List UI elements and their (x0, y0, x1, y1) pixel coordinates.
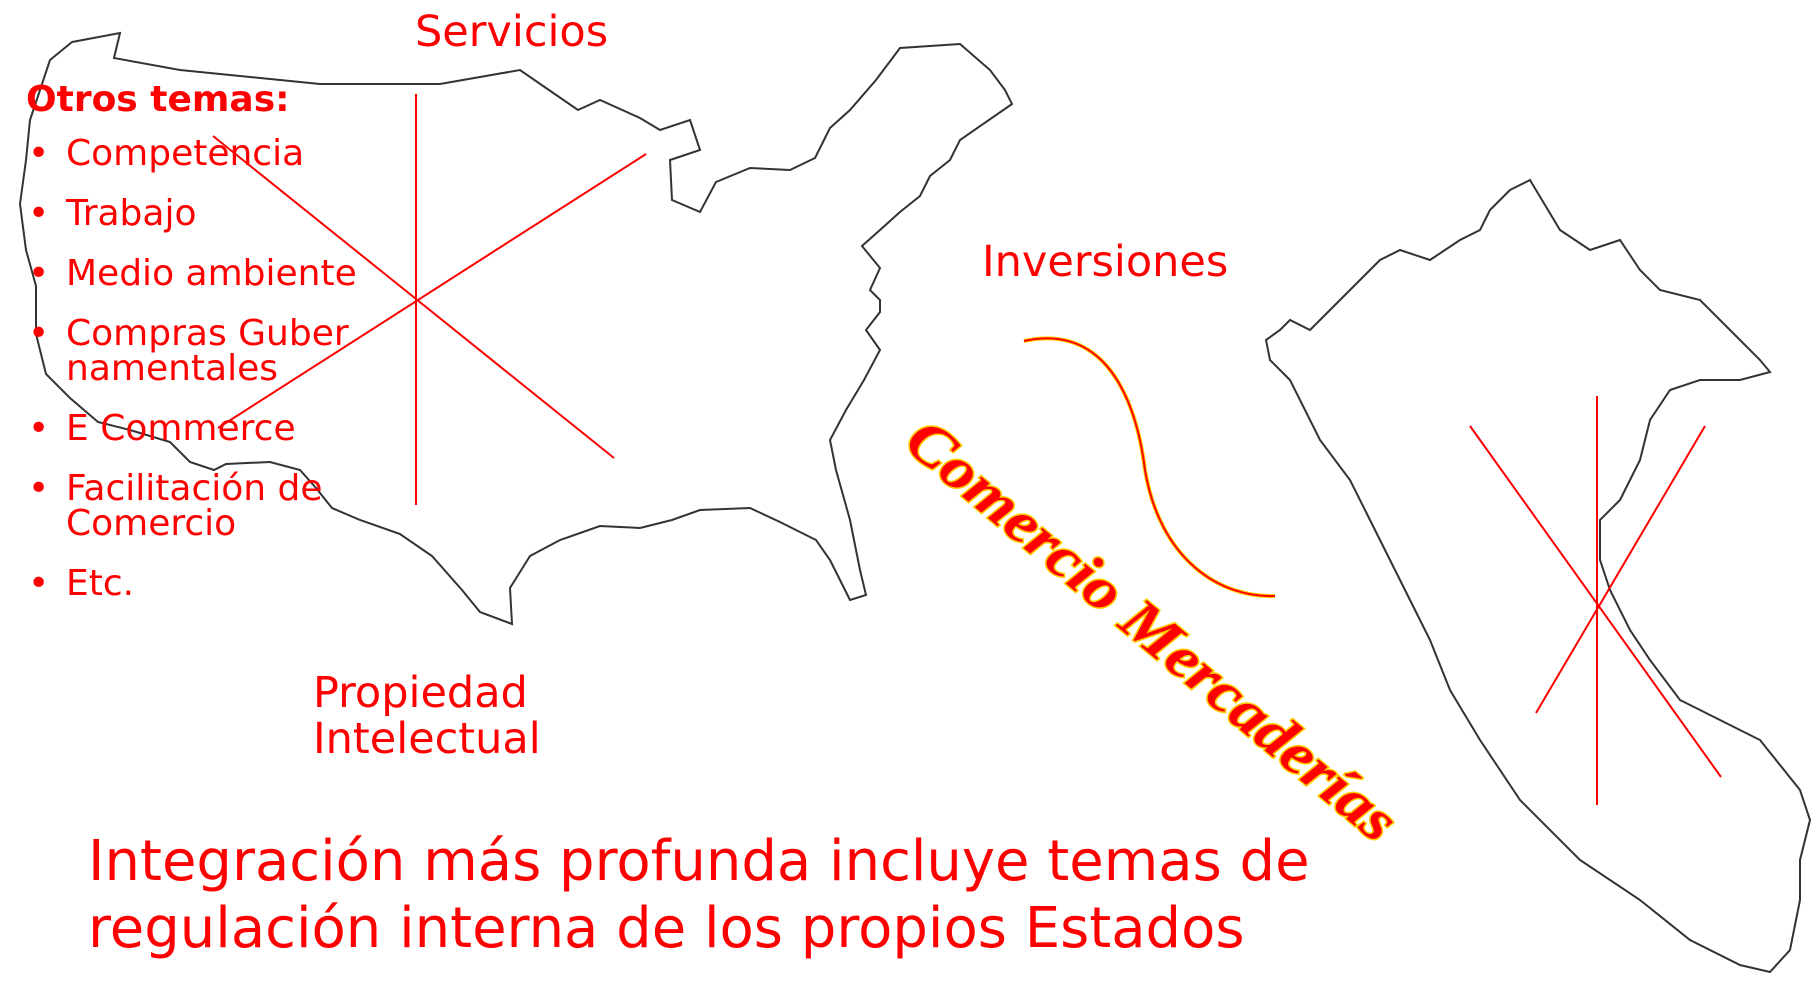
connector-curve-line (1023, 337, 1276, 598)
list-item-competencia: Competencia (26, 136, 366, 172)
label-propiedad-intelectual: Propiedad Intelectual (313, 668, 541, 764)
peru-asterisk-diagonal-b (1535, 425, 1706, 714)
peru-asterisk (1469, 396, 1722, 805)
list-item-trabajo: Trabajo (26, 196, 366, 232)
list-item-etc: Etc. (26, 566, 366, 602)
other-topics-list: Competencia Trabajo Medio ambiente Compr… (26, 136, 366, 626)
label-inversiones: Inversiones (982, 237, 1229, 287)
peru-map-outline (1264, 178, 1812, 974)
other-topics-title: Otros temas: (26, 79, 290, 120)
list-item-compras-gubernamentales: Compras Gubernamentales (26, 316, 366, 387)
footer-statement: Integración más profunda incluye temas d… (88, 829, 1310, 961)
list-item-medio-ambiente: Medio ambiente (26, 256, 366, 292)
peru-asterisk-diagonal-a (1469, 425, 1722, 778)
wordart-comercio-mercaderias: Comercio Mercaderías (894, 405, 1411, 854)
list-item-e-commerce: E Commerce (26, 411, 366, 447)
usa-asterisk-diagonal-a (212, 135, 615, 459)
label-servicios: Servicios (415, 7, 609, 57)
list-item-facilitacion-comercio: Facilitación de Comercio (26, 471, 366, 542)
